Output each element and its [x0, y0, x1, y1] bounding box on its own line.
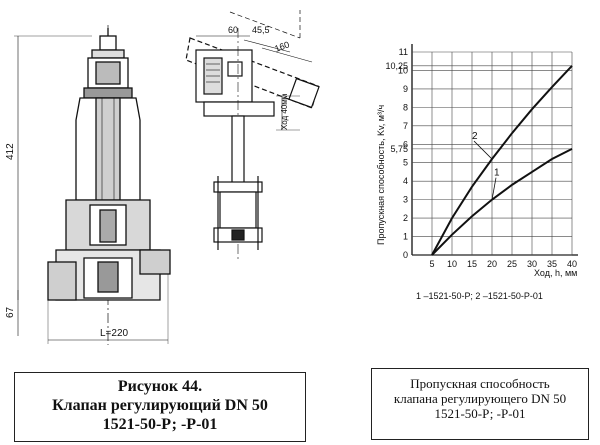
y-tick-label: 9	[403, 84, 408, 94]
dim-160-label: 160	[273, 39, 291, 54]
x-tick-label: 20	[487, 259, 497, 269]
caption-left-line2: Клапан регулирующий DN 50	[52, 397, 268, 414]
figure-caption-right: Пропускная способность клапана регулирую…	[371, 368, 589, 440]
caption-left-line3: 1521-50-Р; -Р-01	[102, 416, 218, 433]
actuator-view	[185, 10, 320, 260]
x-tick-label: 30	[527, 259, 537, 269]
y-tick-label: 8	[403, 102, 408, 112]
y-tick-label: 5,75	[390, 144, 408, 154]
series-label: 2	[472, 131, 478, 142]
y-tick-label: 0	[403, 250, 408, 260]
dim-67-label: 67	[5, 306, 16, 318]
caption-right-line2: клапана регулирующего DN 50	[393, 391, 567, 406]
x-axis-label: Ход, h, мм	[534, 268, 577, 278]
series-line-1	[431, 147, 573, 256]
caption-right-line1: Пропускная способность	[410, 376, 550, 391]
y-tick-label: 1	[403, 232, 408, 242]
x-tick-label: 40	[567, 259, 577, 269]
x-tick-label: 15	[467, 259, 477, 269]
dim-60-label: 60	[228, 25, 238, 35]
dim-length-label: L=220	[100, 328, 129, 339]
chart-series: 12	[431, 65, 573, 256]
y-tick-label: 5	[403, 158, 408, 168]
y-tick-label: 11	[399, 47, 408, 57]
y-tick-label: 6	[403, 139, 408, 149]
x-tick-label: 35	[547, 259, 557, 269]
dim-height-label: 412	[5, 143, 16, 160]
valve-section-view	[14, 25, 171, 345]
dim-45-label: 45,5	[252, 25, 270, 35]
x-tick-label: 5	[429, 259, 434, 269]
legend-text: 1 –1521-50-Р; 2 –1521-50-Р-01	[416, 291, 543, 301]
y-tick-label: 10,25	[385, 61, 408, 71]
chart-grid	[411, 44, 578, 256]
y-tick-label: 4	[403, 176, 408, 186]
series-leader	[491, 177, 497, 200]
y-tick-label: 7	[403, 121, 408, 131]
y-tick-label: 10	[398, 65, 408, 75]
y-tick-label: 3	[403, 195, 408, 205]
y-tick-label: 2	[403, 213, 408, 223]
x-tick-label: 10	[447, 259, 457, 269]
figure-caption-left: Рисунок 44. Клапан регулирующий DN 50 15…	[14, 372, 306, 442]
stroke-label: Ход 40мм	[280, 94, 289, 130]
series-leader	[473, 140, 493, 160]
y-axis-label: Пропускная способность, Kv, м³/ч	[376, 105, 386, 245]
series-line-2	[431, 65, 573, 256]
caption-left-line1: Рисунок 44.	[117, 378, 203, 395]
x-tick-label: 25	[507, 259, 517, 269]
caption-right-line3: 1521-50-Р; -Р-01	[434, 406, 526, 421]
series-label: 1	[494, 168, 500, 179]
